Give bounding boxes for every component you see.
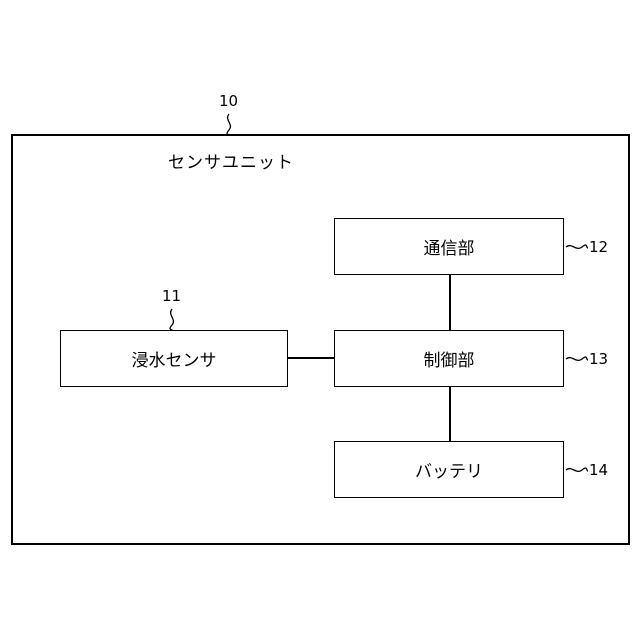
leader-comm [566,245,588,248]
leader-battery [566,468,588,471]
leader-sensor [170,309,173,331]
leader-unit [227,114,230,136]
leader-control [566,357,588,360]
